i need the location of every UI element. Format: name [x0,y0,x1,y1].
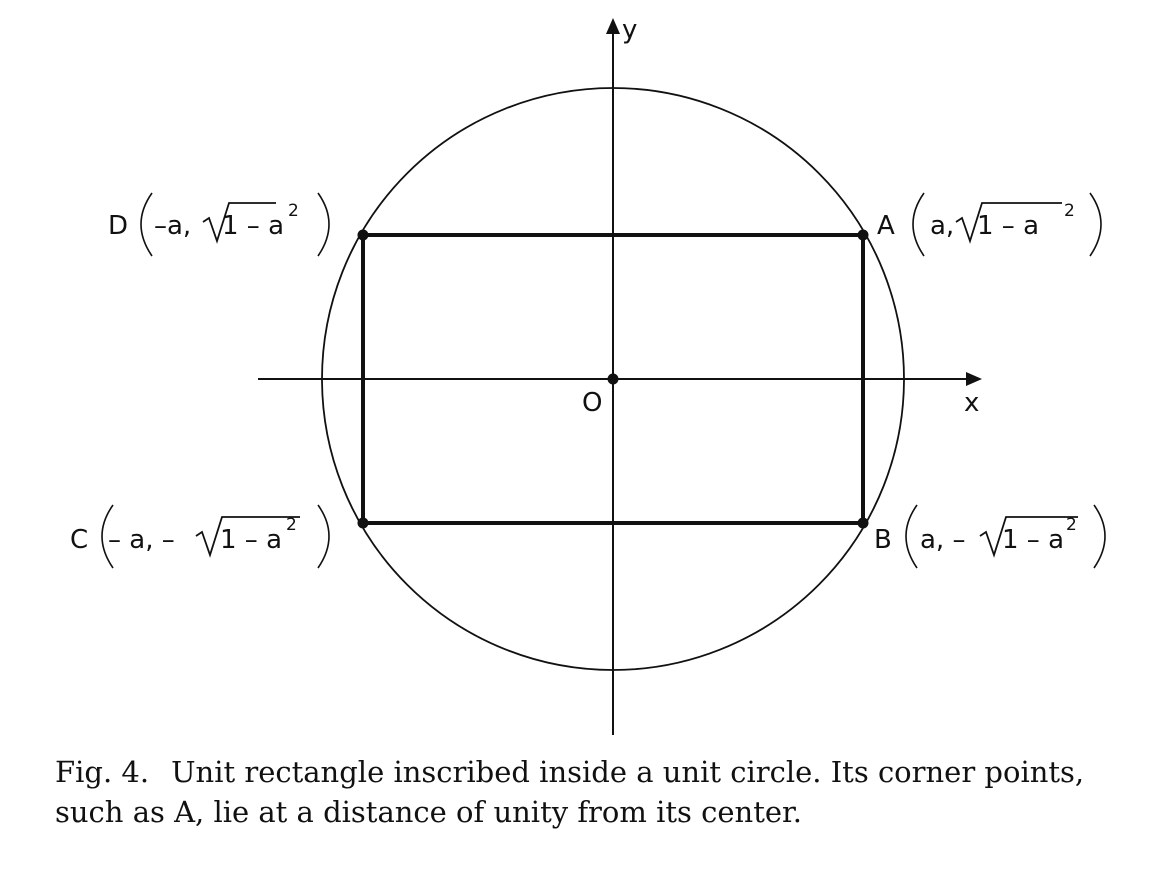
point-c-label: C – a, – 1 – a 2 [70,504,330,569]
point-a-right-paren [1089,192,1102,257]
point-b-name: B [874,525,892,555]
x-axis-label: x [964,388,979,418]
point-a-exponent: 2 [1064,201,1075,221]
origin-dot [607,373,619,385]
point-d-left-paren [140,192,153,257]
point-c-radical-sign [195,516,300,558]
figure-number: Fig. 4. [55,755,150,789]
point-b-radicand: 1 – a [1002,525,1064,555]
point-b-x-expr: a, – [920,525,965,555]
point-d-label: D –a, 1 – a 2 [108,192,330,257]
point-c-radicand: 1 – a [220,525,282,555]
x-axis-arrow [966,372,982,386]
point-c-exponent: 2 [286,515,297,535]
point-d-name: D [108,211,128,241]
point-a-left-paren [912,192,925,257]
caption-text: Unit rectangle inscribed inside a unit c… [55,755,1085,829]
point-a-x-expr: a, [930,211,954,241]
point-b-radical-sign [979,516,1078,558]
point-c-dot [357,517,369,529]
unit-circle-diagram: y x O D –a, 1 – a 2 A a, 1 – a 2 C – a, … [70,15,1106,735]
point-b-dot [857,517,869,529]
point-d-dot [357,229,369,241]
point-c-left-paren [101,504,114,569]
point-d-exponent: 2 [288,201,299,221]
point-d-x-expr: –a, [154,211,191,241]
point-c-x-expr: – a, – [108,525,175,555]
point-d-radical-sign [202,202,276,244]
point-b-left-paren [905,504,918,569]
point-c-name: C [70,525,88,555]
y-axis-label: y [622,15,637,45]
point-a-radical-sign [955,202,1062,244]
point-b-exponent: 2 [1066,515,1077,535]
figure-caption: Fig. 4.Unit rectangle inscribed inside a… [55,752,1115,832]
point-c-right-paren [317,504,330,569]
point-a-radicand: 1 – a [977,211,1039,241]
point-d-radicand: 1 – a [222,211,284,241]
point-b-label: B a, – 1 – a 2 [874,504,1106,569]
point-a-dot [857,229,869,241]
point-a-label: A a, 1 – a 2 [877,192,1102,257]
y-axis-arrow [606,18,620,34]
origin-label: O [582,388,602,418]
point-d-right-paren [317,192,330,257]
point-b-right-paren [1093,504,1106,569]
point-a-name: A [877,211,895,241]
